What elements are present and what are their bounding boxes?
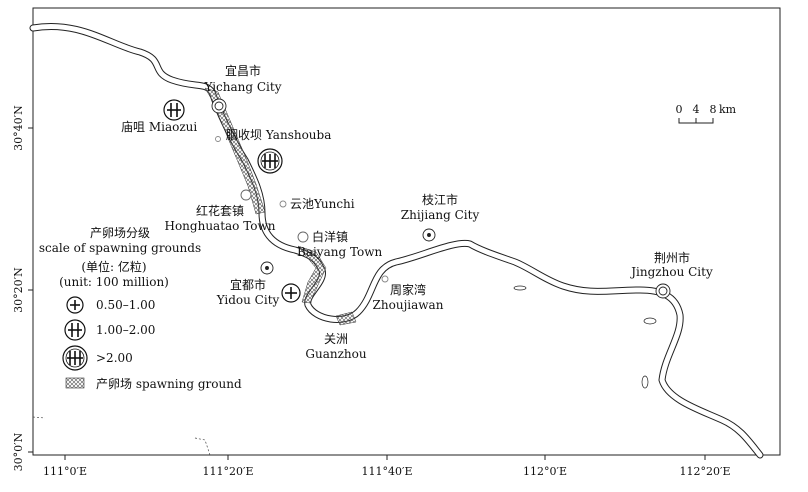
label-baiyang-cn: 白洋镇	[312, 229, 348, 244]
x-tick-label: 111°40′E	[361, 465, 412, 478]
map-frame	[32, 7, 781, 456]
jingzhou-city-marker	[655, 283, 671, 299]
baiyang-town-marker	[297, 231, 309, 243]
spawning-scale-symbols	[163, 99, 301, 303]
legend: 产卵场分级 scale of spawning grounds (单位: 亿粒)…	[39, 226, 242, 391]
x-tick-label: 111°20′E	[202, 465, 253, 478]
label-yichang-cn: 宜昌市	[225, 63, 261, 78]
scale-label: 0	[676, 103, 683, 116]
legend-symbol-large	[62, 345, 88, 371]
label-honghuatao-en: Honghuatao Town	[164, 219, 275, 233]
legend-symbol-medium	[64, 319, 86, 341]
x-tick-label: 112°0′E	[523, 465, 567, 478]
yangtze-river	[29, 23, 764, 459]
tick-marks	[28, 127, 706, 460]
legend-label-medium: 1.00–2.00	[96, 323, 155, 337]
miaozui-scale-symbol	[163, 99, 185, 121]
label-miaozui: 庙咀 Miaozui	[121, 120, 197, 134]
legend-label-hatch: 产卵场 spawning ground	[96, 377, 242, 391]
x-tick-label: 111°0′E	[43, 465, 87, 478]
place-labels: 宜昌市 Yichang City 庙咀 Miaozui 胭收坝 Yanshoub…	[121, 63, 713, 361]
legend-label-large: >2.00	[96, 351, 133, 365]
label-jingzhou-en: Jingzhou City	[629, 265, 713, 279]
yidou-city-marker	[260, 261, 274, 275]
y-tick-label: 30°0′N	[12, 432, 25, 471]
label-yunchi: 云池Yunchi	[290, 197, 355, 211]
label-honghuatao-cn: 红花套镇	[196, 203, 244, 218]
honghuatao-town-marker	[240, 189, 252, 201]
label-jingzhou-cn: 荆州市	[654, 250, 690, 265]
boundary-marks	[32, 416, 211, 456]
legend-title-en: scale of spawning grounds	[39, 241, 201, 255]
y-tick-label: 30°40′N	[12, 105, 25, 151]
y-axis-labels: 30°40′N 30°20′N 30°0′N	[12, 105, 25, 471]
label-zhoujiawan-cn: 周家湾	[390, 282, 426, 297]
settlement-markers	[211, 98, 671, 299]
yunchi-marker	[279, 200, 287, 208]
scale-unit: km	[719, 103, 737, 116]
legend-symbol-small	[66, 296, 84, 314]
yidou-scale-symbol	[281, 283, 301, 303]
legend-label-small: 0.50–1.00	[96, 298, 155, 312]
label-yidou-cn: 宜都市	[230, 277, 266, 292]
scale-label: 4	[693, 103, 700, 116]
label-yichang-en: Yichang City	[204, 80, 282, 94]
yanshouba-marker	[215, 136, 221, 142]
x-tick-label: 112°20′E	[679, 465, 730, 478]
zhoujiawan-marker	[381, 275, 389, 283]
label-zhijiang-en: Zhijiang City	[401, 208, 480, 222]
spawning-zone-guanzhou	[335, 311, 357, 326]
label-guanzhou-cn: 关洲	[324, 332, 348, 346]
label-guanzhou-en: Guanzhou	[305, 347, 366, 361]
label-zhijiang-cn: 枝江市	[422, 192, 458, 207]
yichang-city-marker	[211, 98, 227, 114]
spawning-zone-yidou	[297, 245, 327, 304]
yanshouba-scale-symbol	[257, 148, 283, 174]
label-yidou-en: Yidou City	[216, 293, 280, 307]
y-tick-label: 30°20′N	[12, 267, 25, 313]
label-zhoujiawan-en: Zhoujiawan	[373, 298, 444, 312]
legend-unit-cn: (单位: 亿粒)	[81, 259, 146, 274]
scale-bar: 0 4 8 km	[676, 103, 737, 124]
legend-title-cn: 产卵场分级	[90, 226, 150, 240]
label-baiyang-en: Baiyang Town	[297, 245, 383, 259]
x-axis-labels: 111°0′E 111°20′E 111°40′E 112°0′E 112°20…	[43, 465, 731, 478]
zhijiang-city-marker	[422, 228, 436, 242]
legend-hatch-swatch	[65, 377, 85, 389]
spawning-zone-yichang	[204, 87, 266, 215]
legend-unit-en: (unit: 100 million)	[59, 275, 169, 289]
spawning-ground-zones	[204, 87, 357, 326]
islands	[513, 285, 657, 389]
scale-label: 8	[710, 103, 717, 116]
label-yanshouba: 胭收坝 Yanshouba	[226, 128, 331, 142]
